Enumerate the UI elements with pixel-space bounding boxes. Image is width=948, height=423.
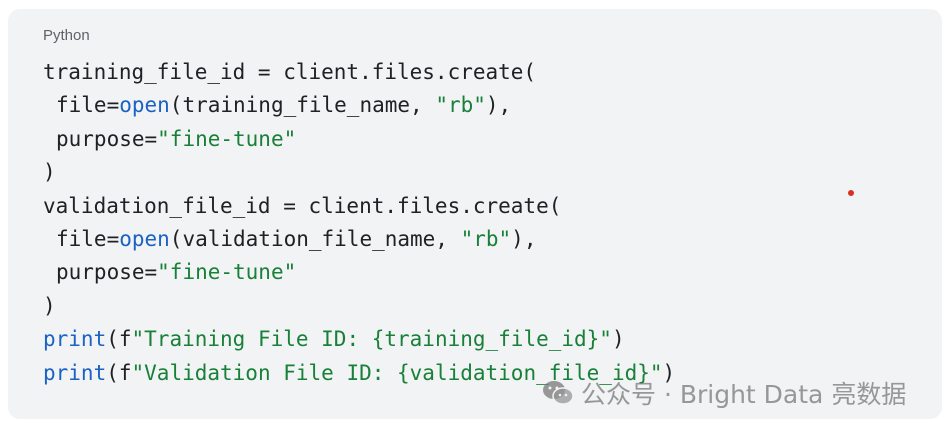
- builtin-token: open: [119, 93, 170, 118]
- code-token: ),: [485, 93, 512, 118]
- code-token: ): [662, 360, 676, 385]
- code-line: print(f"Training File ID: {training_file…: [43, 323, 675, 356]
- wechat-icon: [541, 379, 575, 407]
- code-line: ): [43, 290, 675, 323]
- code-block: Python training_file_id = client.files.c…: [8, 9, 942, 419]
- code-token: purpose=: [56, 126, 158, 151]
- builtin-token: print: [43, 327, 107, 352]
- string-token: "Validation File ID: {validation_file_id…: [131, 360, 663, 385]
- code-line: file=open(validation_file_name, "rb"),: [43, 223, 675, 256]
- builtin-token: open: [119, 226, 170, 251]
- code-token: ): [43, 293, 56, 318]
- string-token: "rb": [435, 93, 486, 118]
- code-line: purpose="fine-tune": [43, 256, 675, 289]
- code-content[interactable]: training_file_id = client.files.create( f…: [43, 56, 675, 390]
- builtin-token: print: [43, 360, 107, 385]
- code-token: training_file_id = client.files.create(: [43, 60, 537, 84]
- string-token: "Training File ID: {training_file_id}": [131, 327, 612, 352]
- code-line: ): [43, 156, 675, 189]
- code-token: validation_file_id = client.files.create…: [43, 193, 562, 218]
- watermark-text: 公众号 · Bright Data 亮数据: [581, 380, 907, 409]
- code-token: file=: [56, 93, 120, 118]
- code-token: ): [43, 160, 56, 185]
- string-token: "fine-tune": [157, 126, 297, 151]
- watermark: 公众号 · Bright Data 亮数据: [541, 375, 906, 411]
- code-token: (f: [106, 360, 132, 385]
- code-token: ),: [511, 226, 537, 251]
- code-token: file=: [56, 226, 120, 251]
- code-line: print(f"Validation File ID: {validation_…: [43, 357, 675, 390]
- code-token: (validation_file_name,: [169, 226, 461, 251]
- code-line: purpose="fine-tune": [43, 123, 675, 156]
- code-token: (f: [106, 327, 132, 352]
- language-label: Python: [43, 27, 90, 44]
- string-token: "rb": [460, 226, 512, 251]
- code-line: file=open(training_file_name, "rb"),: [43, 89, 675, 122]
- red-dot-marker: [848, 190, 854, 196]
- code-token: purpose=: [56, 260, 158, 285]
- code-line: validation_file_id = client.files.create…: [43, 190, 675, 223]
- string-token: "fine-tune": [157, 260, 297, 285]
- code-line: training_file_id = client.files.create(: [43, 56, 675, 89]
- code-token: (training_file_name,: [169, 93, 436, 118]
- code-token: ): [611, 327, 625, 352]
